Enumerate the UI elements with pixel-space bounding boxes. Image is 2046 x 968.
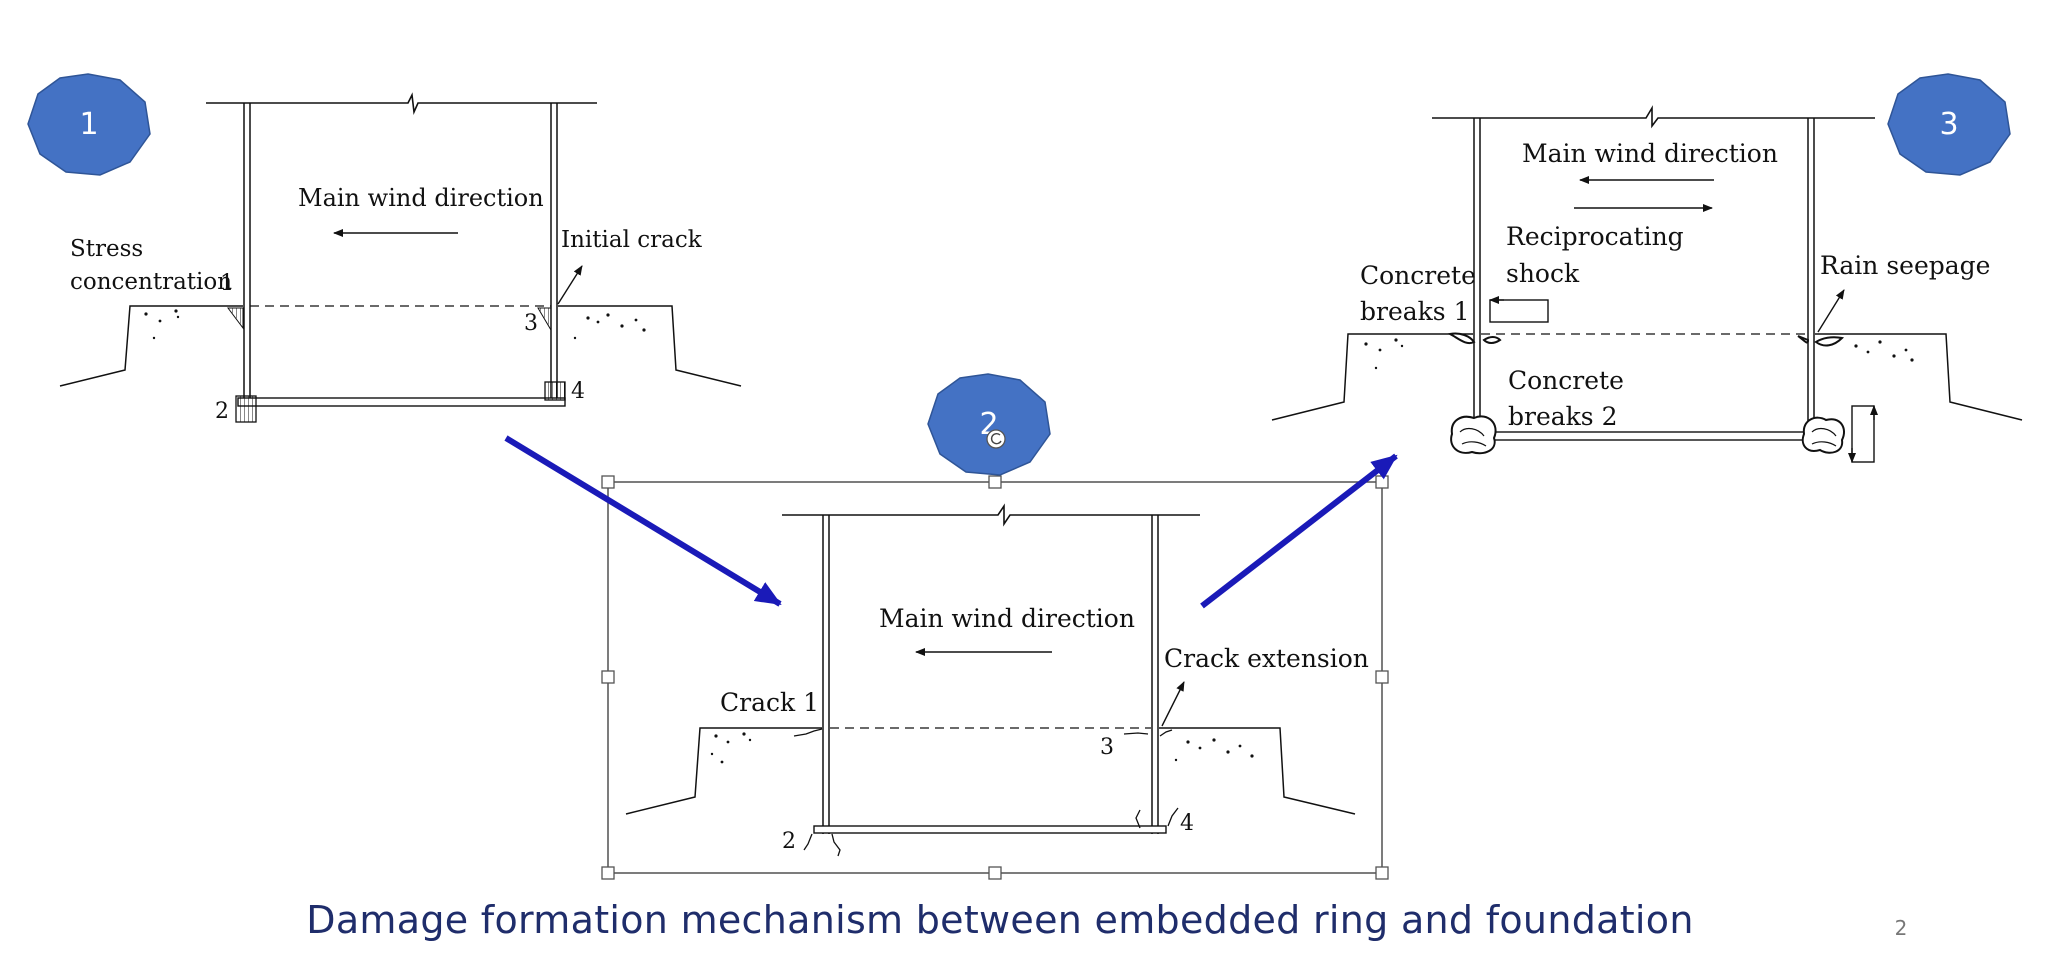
panel1-point-1: 1 bbox=[220, 271, 234, 296]
resize-handle-top-left[interactable] bbox=[601, 475, 615, 489]
step-badge-3[interactable]: 3 bbox=[1887, 73, 2011, 176]
selection-frame[interactable] bbox=[601, 475, 1389, 880]
step-badge-2[interactable]: 2 bbox=[927, 373, 1051, 476]
panel2-point-3: 3 bbox=[1100, 735, 1114, 760]
panel3-breaks1-line1: Concrete bbox=[1360, 261, 1476, 290]
rotate-handle-icon[interactable] bbox=[986, 429, 1006, 449]
resize-handle-left[interactable] bbox=[601, 670, 615, 684]
page-number: 2 bbox=[1894, 916, 1908, 940]
panel-3-concrete-breaks: Main wind direction Reciprocating shock … bbox=[1271, 105, 2023, 463]
resize-handle-top[interactable] bbox=[988, 475, 1002, 489]
panel-2-crack-extension: Main wind direction Crack extension Crac… bbox=[625, 503, 1369, 857]
panel2-point-2: 2 bbox=[782, 829, 796, 854]
blue-arrow-1-to-2 bbox=[504, 435, 782, 607]
resize-handle-bottom-right[interactable] bbox=[1375, 866, 1389, 880]
panel1-stress-line2: concentration bbox=[70, 269, 232, 295]
panel1-point-3: 3 bbox=[524, 311, 538, 336]
panel1-stress-line1: Stress bbox=[70, 236, 143, 262]
panel3-breaks2-line2: breaks 2 bbox=[1508, 402, 1618, 431]
panel1-wind-label: Main wind direction bbox=[298, 184, 544, 212]
panel1-point-2: 2 bbox=[215, 399, 229, 424]
panel2-wind-label: Main wind direction bbox=[879, 604, 1135, 633]
panel3-breaks1-line2: breaks 1 bbox=[1360, 297, 1470, 326]
panel3-reciprocating-line1: Reciprocating bbox=[1506, 222, 1684, 251]
panel3-wind-label: Main wind direction bbox=[1522, 139, 1778, 168]
panel1-point-4: 4 bbox=[571, 379, 585, 404]
panel2-point-4: 4 bbox=[1180, 811, 1194, 836]
panel3-reciprocating-line2: shock bbox=[1506, 259, 1580, 288]
resize-handle-bottom[interactable] bbox=[988, 866, 1002, 880]
panel3-breaks2-line1: Concrete bbox=[1508, 366, 1624, 395]
blue-arrow-2-to-3 bbox=[1200, 453, 1398, 609]
panel-1-initial-crack: Main wind direction Stress concentration… bbox=[59, 92, 742, 424]
panel2-crack-extension-label: Crack extension bbox=[1164, 644, 1369, 673]
panel2-crack1-label: Crack 1 bbox=[720, 688, 819, 717]
badge-1-label: 1 bbox=[79, 107, 98, 142]
resize-handle-bottom-left[interactable] bbox=[601, 866, 615, 880]
panel3-rain-seepage-label: Rain seepage bbox=[1820, 251, 1990, 280]
badge-3-label: 3 bbox=[1939, 107, 1958, 142]
resize-handle-top-right[interactable] bbox=[1375, 475, 1389, 489]
slide-caption: Damage formation mechanism between embed… bbox=[306, 898, 1694, 942]
step-badge-1[interactable]: 1 bbox=[27, 73, 151, 176]
panel1-initial-crack-label: Initial crack bbox=[561, 227, 703, 253]
resize-handle-right[interactable] bbox=[1375, 670, 1389, 684]
